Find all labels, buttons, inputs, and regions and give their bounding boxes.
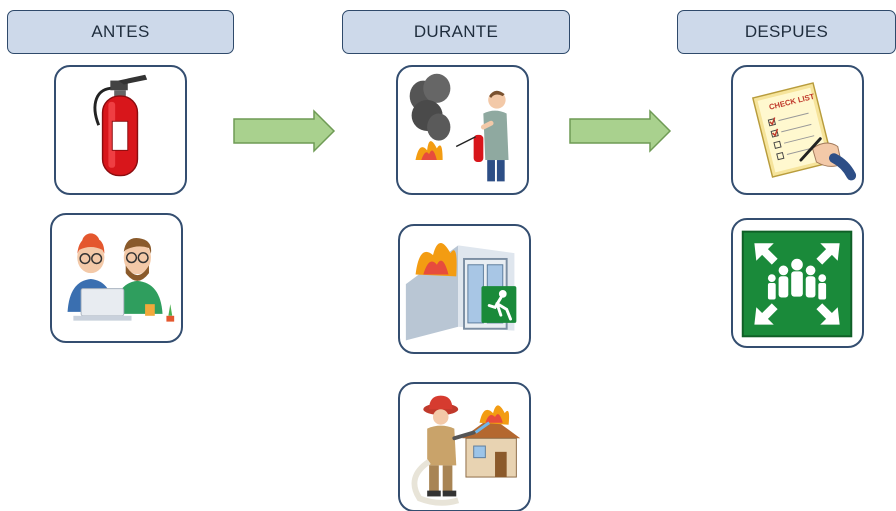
- person-extinguishing-fire-icon: [409, 73, 509, 182]
- stage-label-despues: DESPUES: [744, 22, 829, 41]
- firefighter-house-icon: [411, 395, 521, 506]
- stage-header-antes: ANTES: [7, 10, 234, 54]
- office-workers-icon: [67, 233, 175, 322]
- emergency-exit-card: [398, 224, 531, 354]
- assembly-point-icon: [741, 230, 853, 338]
- person-extinguishing-fire-card: [396, 65, 529, 195]
- checklist-card: CHECK LIST: [731, 65, 864, 195]
- checklist-icon: CHECK LIST: [751, 82, 857, 181]
- assembly-point-card: [731, 218, 864, 348]
- emergency-exit-icon: [405, 242, 517, 341]
- arrow-durante-to-despues: [569, 109, 672, 153]
- arrow-antes-to-durante: [233, 109, 336, 153]
- fire-extinguisher-card: [54, 65, 187, 195]
- fire-extinguisher-icon: [93, 74, 148, 177]
- stage-header-despues: DESPUES: [677, 10, 896, 54]
- stage-label-durante: DURANTE: [413, 22, 499, 41]
- stage-header-durante: DURANTE: [342, 10, 570, 54]
- firefighter-house-card: [398, 382, 531, 511]
- office-workers-card: [50, 213, 183, 343]
- stage-label-antes: ANTES: [91, 22, 150, 41]
